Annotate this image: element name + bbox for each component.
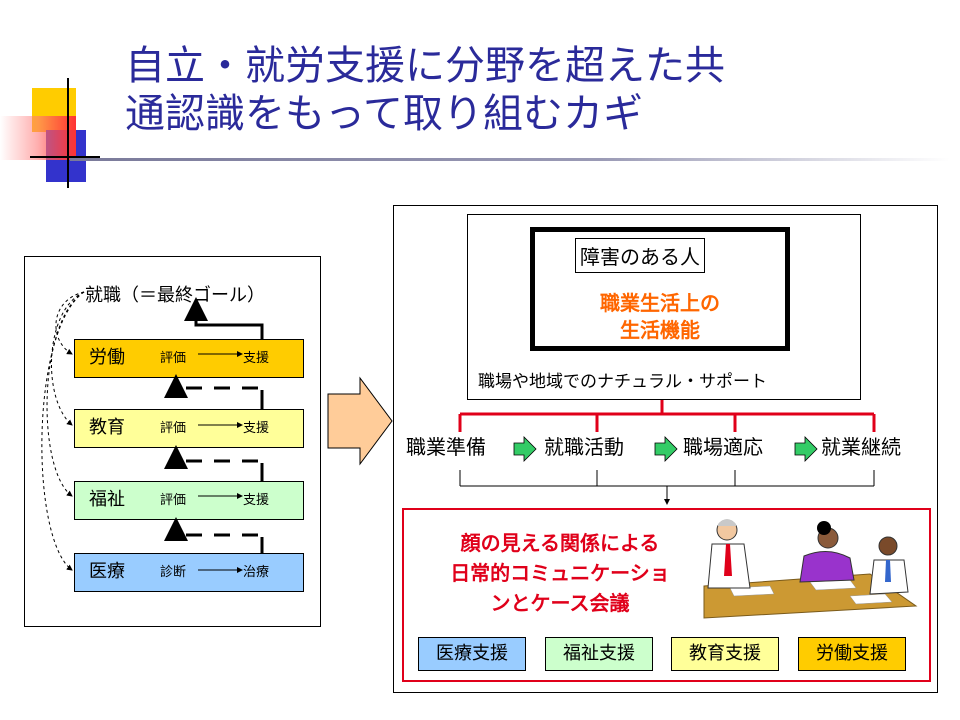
meeting-box: [402, 508, 931, 682]
goal-connector: [184, 297, 264, 339]
row-education-label: 教育: [89, 417, 125, 438]
step-connector-education-welfare: [164, 445, 264, 481]
row-labor-to: 支援: [243, 351, 270, 366]
step-retention: 就業継続: [821, 435, 901, 459]
row-labor-label: 労働: [89, 347, 125, 368]
step-connector-labor-education: [164, 374, 264, 409]
row-medical-label: 医療: [89, 561, 125, 582]
step-job-search: 就職活動: [544, 435, 624, 459]
row-labor: 労働 評価 支援: [74, 339, 304, 378]
right-panel: [393, 205, 938, 693]
meeting-line2: 日常的コミュニケーショ: [450, 561, 670, 585]
transition-arrow: [327, 376, 393, 466]
row-medical-from: 診断: [160, 565, 187, 580]
slide-title: 自立・就労支援に分野を超えた共 通認識をもって取り組むカギ: [125, 42, 945, 138]
feedback-curves: [41, 291, 85, 571]
function-line2: 生活機能: [620, 318, 700, 342]
row-education-from: 評価: [160, 421, 187, 436]
row-medical-to: 治療: [243, 565, 270, 580]
decor-vertical-line: [67, 78, 69, 188]
step-arrows: [513, 436, 818, 462]
row-labor-from: 評価: [160, 351, 187, 366]
row-education-to: 支援: [243, 421, 270, 436]
title-underline: [70, 158, 950, 161]
person-context-box: [467, 214, 861, 400]
slide-title-line2: 通認識をもって取り組むカギ: [125, 91, 643, 137]
row-welfare-to: 支援: [243, 493, 270, 508]
service-education: 教育支援: [671, 637, 779, 671]
natural-support-text: 職場や地域でのナチュラル・サポート: [478, 372, 767, 392]
function-line1: 職業生活上の: [600, 291, 720, 315]
person-function-box: [530, 227, 790, 351]
meeting-line1: 顔の見える関係による: [460, 531, 660, 555]
person-label: 障害のある人: [575, 238, 705, 273]
steps-bracket: [459, 470, 875, 505]
goal-label: 就職（＝最終ゴール）: [85, 285, 265, 306]
step-preparation: 職業準備: [406, 435, 486, 459]
row-welfare-label: 福祉: [89, 489, 125, 510]
service-labor: 労働支援: [798, 637, 906, 671]
row-medical: 医療 診断 治療: [74, 553, 304, 592]
step-connector-welfare-medical: [164, 517, 264, 553]
step-adaptation: 職場適応: [683, 435, 763, 459]
row-welfare-from: 評価: [160, 493, 187, 508]
left-panel: [24, 256, 321, 627]
decor-horizontal-line: [30, 156, 100, 158]
meeting-line3: ンとケース会議: [490, 591, 630, 615]
service-welfare: 福祉支援: [545, 637, 653, 671]
row-welfare: 福祉 評価 支援: [74, 481, 304, 520]
meeting-illustration: [703, 519, 918, 619]
decor-red-gradient: [0, 116, 76, 160]
slide-title-line1: 自立・就労支援に分野を超えた共: [125, 43, 725, 89]
row-education: 教育 評価 支援: [74, 409, 304, 448]
service-medical: 医療支援: [418, 637, 526, 671]
